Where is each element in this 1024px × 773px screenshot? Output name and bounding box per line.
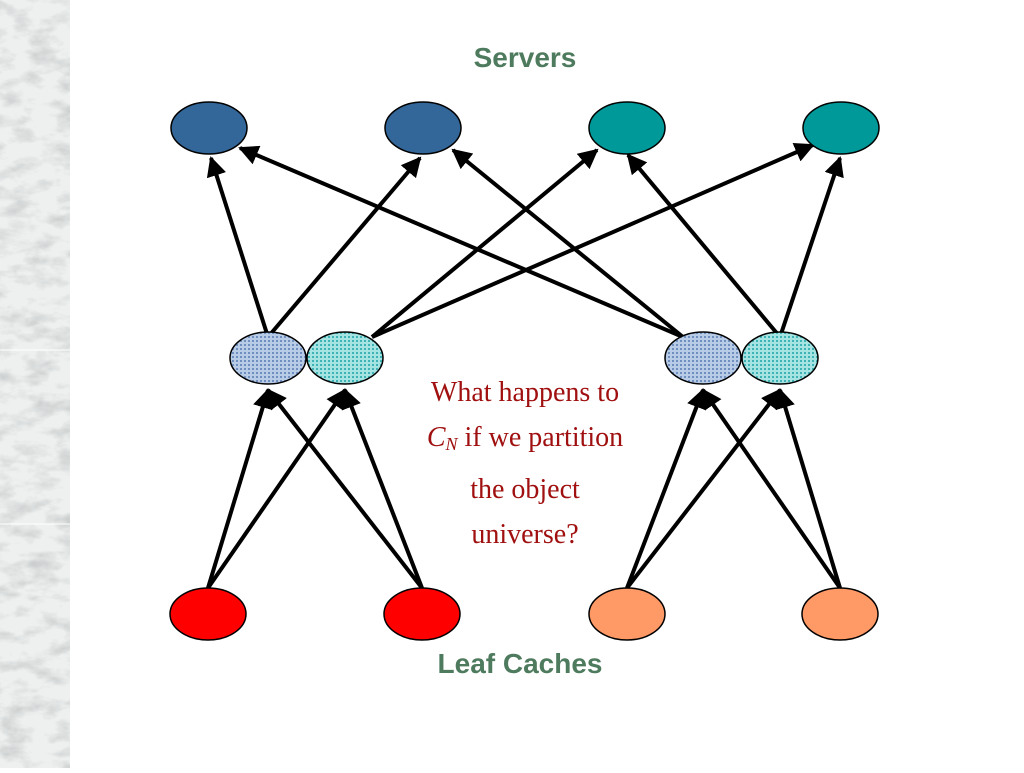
leaf-cache-node-4 — [801, 587, 879, 641]
leaf-cache-row — [169, 587, 879, 641]
arrow — [626, 153, 782, 339]
arrow — [701, 388, 842, 590]
arrow — [778, 156, 844, 338]
mid-cache-node-3 — [664, 331, 742, 385]
leaf-cache-node-1 — [169, 587, 247, 641]
arrow — [266, 388, 424, 590]
server-node-3 — [588, 101, 666, 155]
arrow — [625, 388, 706, 589]
question-line-1: What happens to — [430, 377, 620, 408]
cn-symbol: CN — [426, 422, 458, 454]
arrow — [238, 145, 684, 339]
server-node-2 — [384, 101, 462, 155]
marble-side-border — [0, 0, 70, 768]
question-line-4: universe? — [471, 519, 579, 550]
server-node-4 — [802, 101, 880, 155]
arrow — [625, 388, 782, 590]
question-text: What happens to CN if we partition the o… — [390, 370, 660, 557]
server-node-1 — [170, 101, 248, 155]
leaf-cache-node-3 — [588, 587, 666, 641]
arrow — [266, 156, 422, 339]
arrow — [451, 148, 685, 339]
arrow — [371, 143, 815, 339]
marble-texture — [0, 0, 70, 768]
question-line-3: the object — [470, 474, 580, 505]
arrows-mid-to-server — [206, 143, 844, 339]
arrow — [206, 388, 347, 590]
mid-cache-node-2 — [306, 331, 384, 385]
mid-cache-row — [229, 331, 819, 385]
servers-heading: Servers — [473, 42, 577, 73]
mid-cache-node-4 — [741, 331, 819, 385]
arrow — [370, 148, 599, 339]
server-row — [170, 101, 880, 155]
mid-cache-node-1 — [229, 331, 307, 385]
leaf-cache-node-2 — [383, 587, 461, 641]
leaf-caches-heading: Leaf Caches — [437, 648, 603, 679]
arrows-leaf-to-mid — [206, 388, 842, 590]
question-line-2: CN if we partition — [426, 422, 624, 454]
arrow — [206, 388, 273, 589]
arrow — [206, 156, 270, 338]
arrow — [775, 388, 842, 589]
arrow — [342, 388, 424, 589]
